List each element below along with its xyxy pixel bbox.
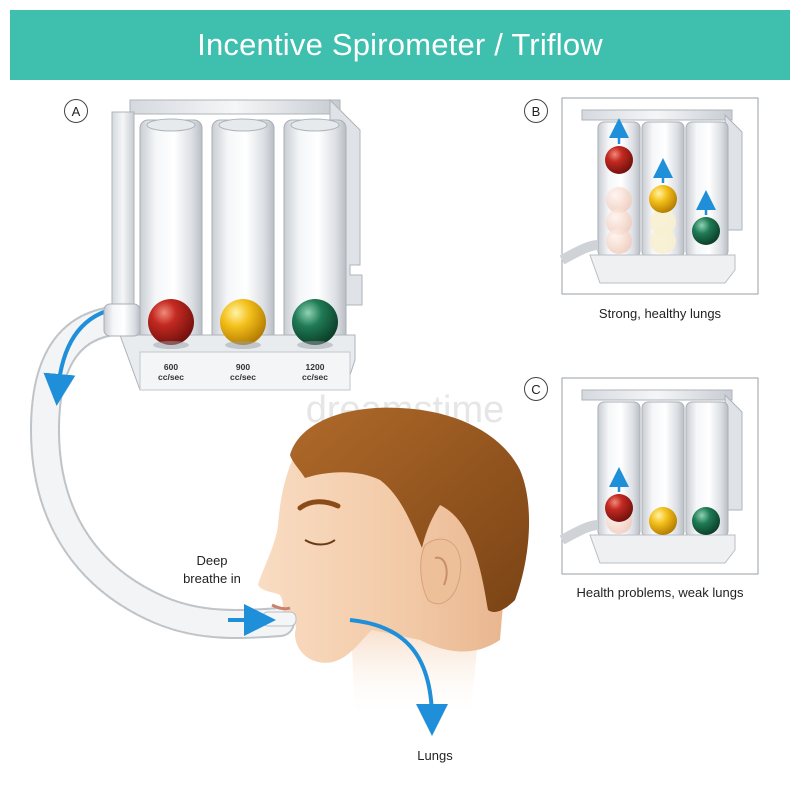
deep-breathe-label: Deep breathe in	[172, 552, 252, 588]
scale-label-600: 600 cc/sec	[146, 362, 196, 382]
scale-label-900: 900 cc/sec	[218, 362, 268, 382]
panel-a-label: A	[64, 99, 88, 123]
title-banner: Incentive Spirometer / Triflow	[10, 10, 790, 80]
person-head	[228, 407, 530, 736]
scale-unit: cc/sec	[158, 372, 184, 382]
scale-value: 1200	[305, 362, 325, 372]
panel-c-label: C	[524, 377, 548, 401]
ball-red	[148, 299, 194, 345]
scale-unit: cc/sec	[302, 372, 328, 382]
panel-c-caption: Health problems, weak lungs	[576, 585, 744, 600]
panel-c-illustration	[559, 377, 759, 575]
breathe-line-2: breathe in	[183, 571, 241, 586]
breathe-line-1: Deep	[196, 553, 228, 568]
panel-b-label: B	[524, 99, 548, 123]
scale-unit: cc/sec	[230, 372, 256, 382]
ball-green	[292, 299, 338, 345]
panel-b-caption: Strong, healthy lungs	[598, 306, 722, 321]
ball-yellow	[220, 299, 266, 345]
panel-b-illustration	[559, 97, 759, 295]
page-title: Incentive Spirometer / Triflow	[197, 27, 603, 62]
scale-label-1200: 1200 cc/sec	[290, 362, 340, 382]
lungs-label: Lungs	[417, 748, 453, 763]
scale-value: 600	[163, 362, 179, 372]
spirometer-main	[103, 98, 363, 391]
scale-value: 900	[235, 362, 251, 372]
